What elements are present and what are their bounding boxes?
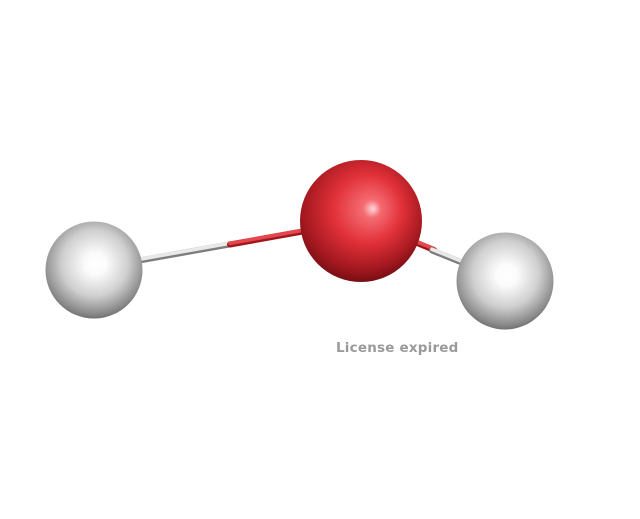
hydrogen-atom-right[interactable] bbox=[456, 232, 554, 330]
license-expired-watermark: License expired bbox=[336, 340, 459, 356]
hydrogen-atom-left[interactable] bbox=[45, 221, 143, 319]
oxygen-atom[interactable] bbox=[300, 160, 422, 282]
bond-h1-o bbox=[117, 224, 328, 267]
